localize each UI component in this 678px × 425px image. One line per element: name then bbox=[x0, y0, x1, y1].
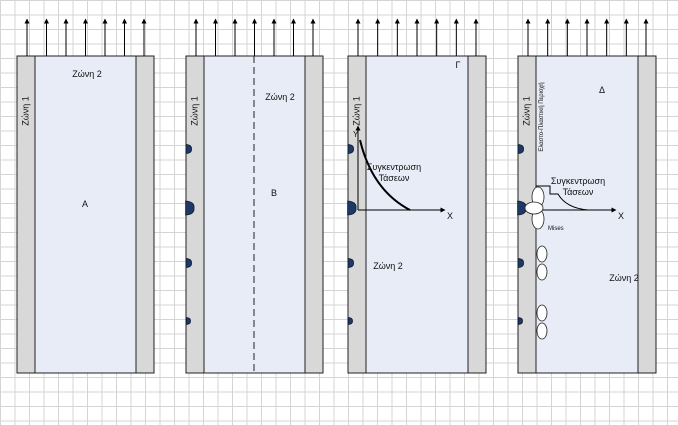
zone1-label: Ζώνη 1 bbox=[351, 96, 361, 126]
zone2-region bbox=[365, 55, 469, 374]
defect-2 bbox=[185, 200, 195, 216]
defect-1 bbox=[517, 144, 524, 154]
panel-corner-label: Δ bbox=[599, 85, 605, 95]
y-axis-label: Υ bbox=[353, 130, 359, 139]
stress-curve bbox=[536, 185, 589, 211]
zone2-region bbox=[535, 55, 639, 374]
defect-4 bbox=[517, 317, 523, 325]
zone2-label: Ζώνη 2 bbox=[72, 69, 102, 79]
panel-a: Ζώνη 1 Ζώνη 2 Α bbox=[16, 18, 155, 374]
x-axis-label: Χ bbox=[618, 211, 624, 221]
right-edge-strip bbox=[467, 55, 487, 374]
defect-3 bbox=[517, 258, 524, 268]
defect-3 bbox=[347, 258, 354, 268]
right-edge-strip bbox=[637, 55, 657, 374]
panel-letter: Β bbox=[271, 188, 277, 198]
defect-1 bbox=[347, 144, 354, 154]
mises-lobe-6 bbox=[536, 304, 548, 322]
panel-letter: Α bbox=[82, 199, 88, 209]
zone1-label: Ζώνη 1 bbox=[521, 96, 531, 126]
mises-label: Mises bbox=[548, 226, 564, 232]
mises-lobe-7 bbox=[536, 322, 548, 340]
plastic-region-label: Ελαστο-Πλαστική Περιοχή bbox=[538, 82, 545, 151]
defect-3 bbox=[185, 258, 192, 268]
mises-lobe-5 bbox=[536, 263, 548, 281]
zone2-region bbox=[34, 55, 137, 374]
right-edge-strip bbox=[135, 55, 155, 374]
stress-curve bbox=[359, 139, 411, 211]
mises-lobe-3 bbox=[524, 201, 544, 215]
mises-lobe-4 bbox=[536, 245, 548, 263]
panel-b: Ζώνη 1 Ζώνη 2 Β bbox=[185, 18, 324, 374]
defect-2 bbox=[347, 200, 357, 216]
zone2-label: Ζώνη 2 bbox=[373, 261, 403, 271]
zone2-label: Ζώνη 2 bbox=[609, 273, 639, 283]
defect-4 bbox=[185, 317, 191, 325]
zone1-label: Ζώνη 1 bbox=[189, 96, 199, 126]
zone1-label: Ζώνη 1 bbox=[20, 96, 30, 126]
zone2-label: Ζώνη 2 bbox=[265, 92, 295, 102]
defect-1 bbox=[185, 144, 192, 154]
right-edge-strip bbox=[304, 55, 324, 374]
x-axis-label: Χ bbox=[447, 211, 453, 221]
panel-corner-label: Γ bbox=[456, 60, 461, 70]
defect-4 bbox=[347, 317, 353, 325]
